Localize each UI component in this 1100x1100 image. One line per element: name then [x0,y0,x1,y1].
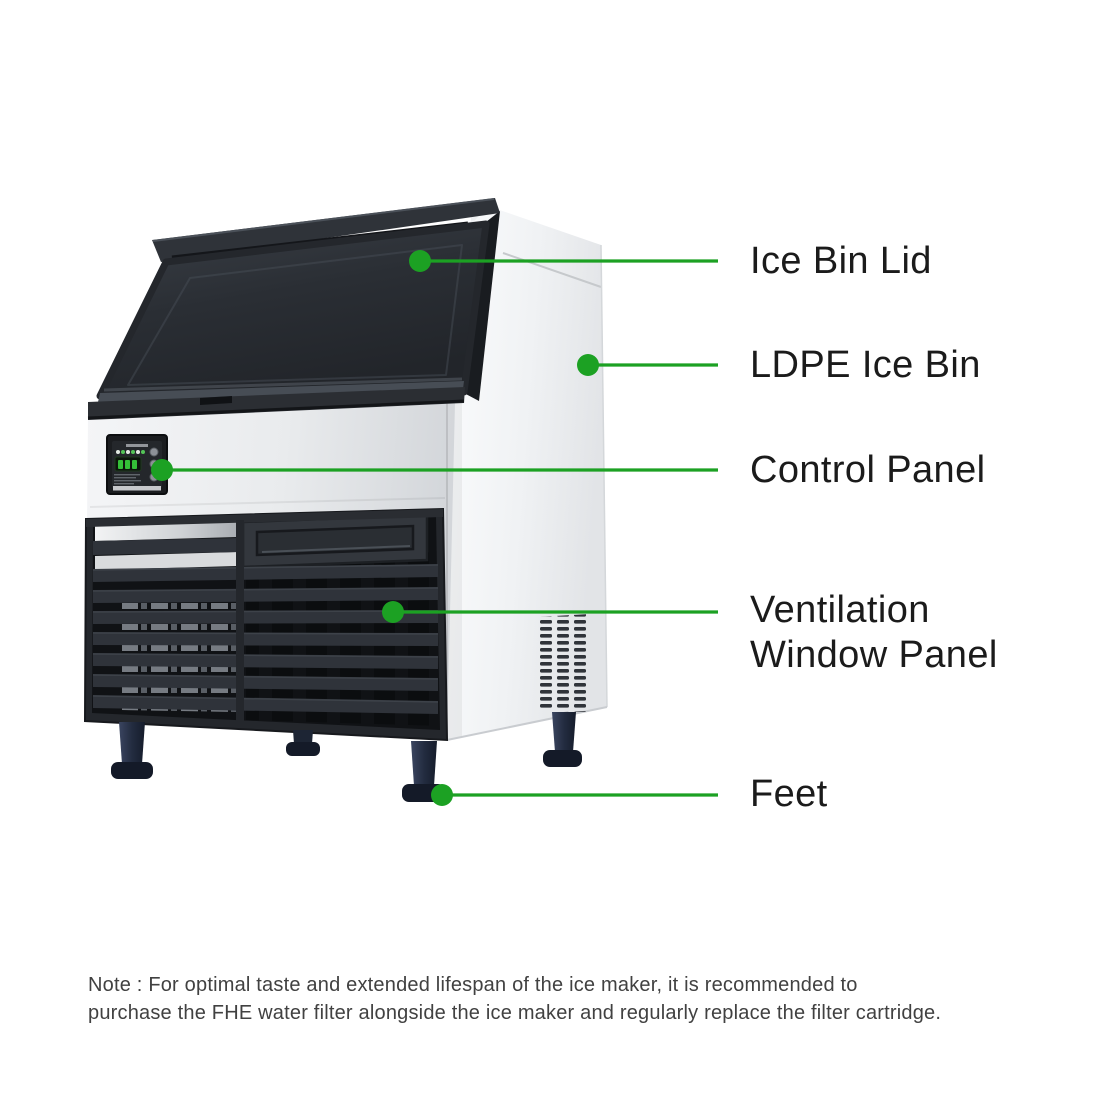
control-panel-indicator-lights [116,450,145,454]
callout-dot-control-panel [151,459,173,481]
control-panel-label-strip [113,486,161,491]
lid-handle-notch [200,396,232,405]
grille-divider [236,520,244,728]
lid-inner-outline [127,244,463,386]
callout-label-ldpe-ice-bin: LDPE Ice Bin [750,344,981,386]
drip-tray-strips [93,522,238,570]
grille-slat-highlights [92,564,439,703]
control-panel-title-strip [126,444,148,447]
foot-rear-left [286,730,320,756]
lid-front-lip [98,381,464,402]
callout-label-ventilation-window-panel: Ventilation Window Panel [750,589,998,676]
callout-lines [151,250,718,806]
ventilation-window-panel [83,507,449,742]
callout-label-ice-bin-lid: Ice Bin Lid [750,240,932,282]
feet [111,712,582,802]
side-vent-slots [537,614,590,712]
footer-note-line-2: purchase the FHE water filter alongside … [88,1001,942,1024]
footer-note-line-1: Note : For optimal taste and extended li… [88,974,858,996]
ice-bin-lid [87,198,500,420]
control-panel-text-lines [114,474,141,485]
footer-note: Note : For optimal taste and extended li… [88,972,941,1027]
foot-rear-right [543,712,582,767]
callout-label-control-panel: Control Panel [750,449,986,491]
callout-dot-ventilation [382,601,404,623]
air-filter-panel [241,513,429,569]
control-panel-display [114,456,142,472]
callout-dot-feet [431,784,453,806]
callout-dot-ice-bin-lid [409,250,431,272]
callout-label-feet: Feet [750,773,828,815]
callout-dot-ldpe-ice-bin [577,354,599,376]
lid-front-trim [87,387,465,420]
foot-front-left [111,722,153,779]
